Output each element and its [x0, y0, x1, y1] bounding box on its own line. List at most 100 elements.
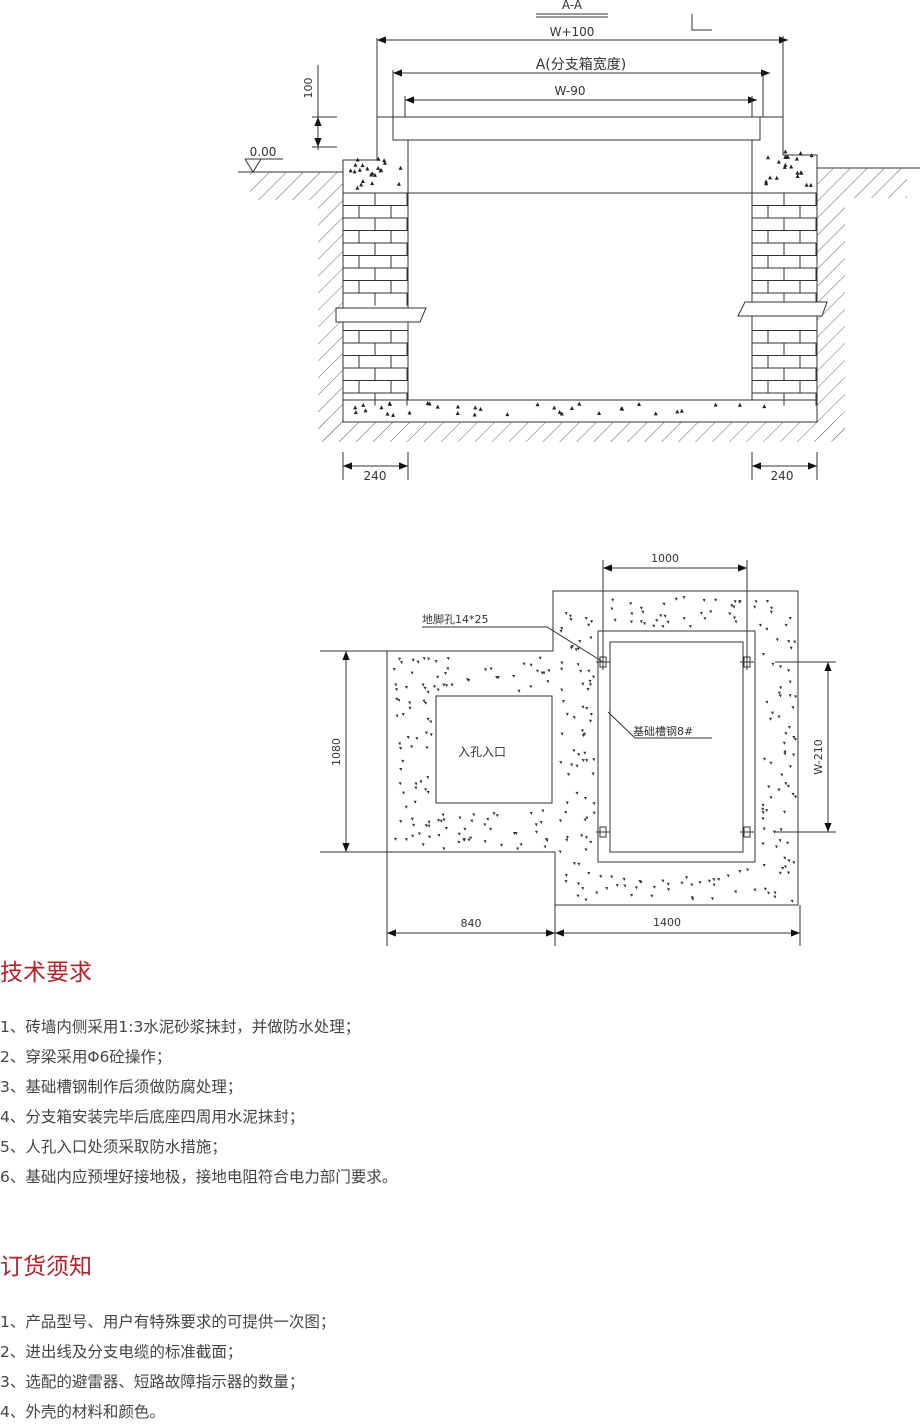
aggregate-dot [592, 802, 596, 806]
aggregate-mark [348, 168, 353, 173]
aggregate-dot [584, 759, 588, 763]
aggregate-dot [467, 838, 471, 842]
aggregate-dot [439, 819, 443, 823]
aggregate-dot [529, 685, 533, 689]
aggregate-dot [397, 657, 401, 661]
order-notes-heading: 订货须知 [0, 1254, 92, 1280]
aggregate-dot [771, 662, 775, 666]
aggregate-dot [674, 597, 678, 601]
aggregate-mark [376, 165, 381, 170]
aggregate-dot [591, 675, 595, 679]
aggregate-dot [587, 623, 591, 627]
section-title: A-A [562, 0, 583, 12]
aggregate-dot [566, 773, 570, 777]
aggregate-mark [353, 405, 358, 410]
aggregate-mark [379, 405, 384, 410]
aggregate-dot [423, 686, 427, 690]
list-item: 4、分支箱安装完毕后底座四周用水泥抹封； [0, 1108, 305, 1126]
aggregate-dot [398, 747, 402, 751]
aggregate-mark [794, 156, 799, 161]
aggregate-dot [684, 876, 688, 880]
aggregate-dot [568, 614, 572, 618]
aggregate-dot [586, 687, 590, 691]
aggregate-dot [778, 871, 782, 875]
aggregate-mark [505, 412, 510, 417]
aggregate-dot [737, 600, 741, 604]
aggregate-mark [455, 410, 460, 415]
aggregate-dot [779, 828, 783, 832]
brick-walls [343, 192, 817, 406]
aggregate-dot [783, 750, 787, 754]
aggregate-dot [769, 761, 773, 765]
aggregate-dot [733, 600, 737, 604]
aggregate-dot [682, 617, 686, 621]
aggregate-dot [401, 713, 405, 717]
aggregate-dot [761, 803, 765, 807]
aggregate-dot [786, 784, 790, 788]
aggregate-dot [587, 872, 591, 876]
aggregate-dot [408, 701, 412, 705]
aggregate-dot [399, 768, 403, 772]
aggregate-dot [588, 679, 592, 683]
aggregate-dot [541, 809, 545, 813]
aggregate-mark [359, 182, 364, 187]
aggregate-dot [413, 800, 417, 804]
aggregate-dot [434, 660, 438, 664]
aggregate-dot [572, 716, 576, 720]
aggregate-mark [396, 181, 401, 186]
aggregate-dot [592, 758, 596, 762]
channel-steel-outer [597, 630, 756, 863]
aggregate-dot [787, 726, 791, 730]
aggregate-mark [675, 409, 680, 414]
aggregate-dot [583, 797, 587, 801]
aggregate-dot [793, 640, 797, 644]
aggregate-dot [682, 596, 686, 600]
channel-steel-label: 基础槽钢8# [633, 725, 693, 738]
foundation-outline [386, 590, 799, 906]
aggregate-dot [415, 737, 419, 741]
aggregate-dot [765, 600, 769, 604]
list-item: 6、基础内应预埋好接地极，接地电阻符合电力部门要求。 [0, 1168, 398, 1186]
aggregate-dot [561, 700, 565, 704]
aggregate-dot [709, 610, 713, 614]
aggregate-dot [489, 667, 493, 671]
aggregate-mark [653, 411, 658, 416]
aggregate-dot [666, 888, 670, 892]
plan-view: 入孔入口 1000 地脚孔14*25 基础槽钢8# 1080 W-210 840… [320, 552, 836, 946]
list-item: 2、穿梁采用Φ6砼操作； [0, 1048, 172, 1066]
aggregate-mark [713, 402, 718, 407]
aggregate-dot [444, 827, 448, 831]
aggregate-mark [620, 406, 625, 411]
aggregate-dot [629, 620, 633, 624]
aggregate-mark [352, 169, 357, 174]
aggregate-mark [767, 175, 772, 180]
through-beam-right [737, 301, 828, 317]
aggregate-dot [422, 657, 426, 661]
aggregate-dot [789, 646, 793, 650]
aggregate-dot [499, 843, 503, 847]
aggregate-dot [777, 715, 781, 719]
wall-right-dim: 240 [771, 469, 794, 483]
aggregate-dot [690, 896, 694, 900]
aggregate-mark [559, 411, 564, 416]
aggregate-dot [769, 610, 773, 614]
aggregate-dot [579, 669, 583, 673]
aggregate-dot [412, 823, 416, 827]
aggregate-dot [609, 875, 613, 879]
aggregate-mark [355, 157, 360, 162]
aggregate-mark [455, 404, 460, 409]
aggregate-dot [522, 662, 526, 666]
aggregate-dot [784, 732, 788, 736]
aggregate-mark [361, 402, 366, 407]
aggregate-dot [728, 612, 732, 616]
aggregate-dot [446, 667, 450, 671]
aggregate-dot [734, 620, 738, 624]
aggregate-dot [788, 765, 792, 769]
aggregate-mark [385, 411, 390, 416]
aggregate-dot [713, 598, 717, 602]
aggregate-dot [745, 868, 749, 872]
aggregate-dot [565, 838, 569, 842]
aggregate-dot [414, 782, 418, 786]
aggregate-mark [557, 409, 562, 414]
aggregate-dot [574, 648, 578, 652]
